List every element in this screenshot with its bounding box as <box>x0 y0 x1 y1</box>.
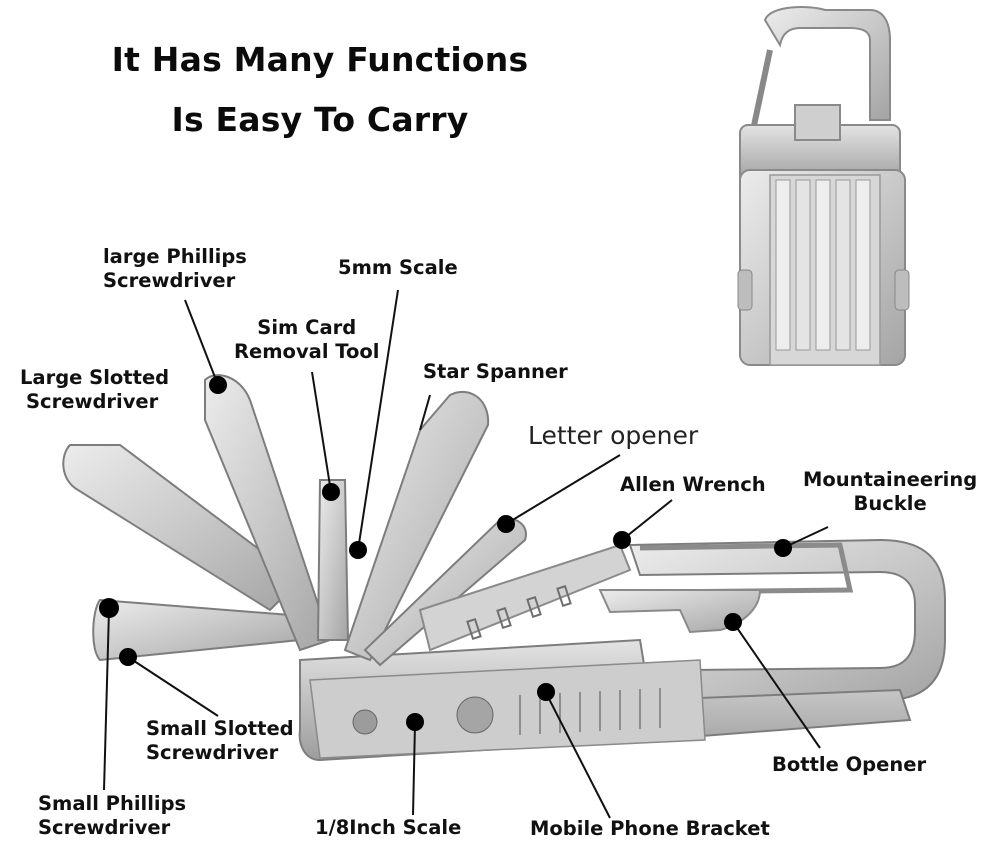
label-line: Mountaineering <box>803 468 978 491</box>
label-mobile-phone-bracket: Mobile Phone Bracket <box>530 817 770 840</box>
label-mountaineering-buckle: Mountaineering Buckle <box>803 468 977 516</box>
label-small-slotted-screwdriver: Small Slotted Screwdriver <box>146 717 294 765</box>
label-5mm-scale: 5mm Scale <box>338 256 458 279</box>
label-line: Screwdriver <box>146 741 279 764</box>
label-large-phillips-screwdriver: large Phillips Screwdriver <box>103 245 247 293</box>
headline-line-2: Is Easy To Carry <box>171 100 469 139</box>
label-large-slotted-screwdriver: Large Slotted Screwdriver <box>20 366 169 414</box>
label-eighth-inch-scale: 1/8Inch Scale <box>315 816 462 839</box>
folded-tool-photo <box>737 6 910 366</box>
callout-lines <box>103 289 829 819</box>
label-allen-wrench: Allen Wrench <box>620 473 766 496</box>
label-star-spanner: Star Spanner <box>423 360 568 383</box>
label-line: Small Slotted <box>146 717 294 740</box>
label-small-phillips-screwdriver: Small Phillips Screwdriver <box>38 792 186 840</box>
label-line: Screwdriver <box>38 816 171 839</box>
label-line: Sim Card <box>257 316 357 339</box>
label-line: Buckle <box>853 492 927 515</box>
headline-line-1: It Has Many Functions <box>111 40 529 79</box>
label-line: Screwdriver <box>26 390 159 413</box>
tool-body <box>298 589 912 762</box>
label-line: Screwdriver <box>103 269 236 292</box>
label-line: Large Slotted <box>20 366 170 389</box>
tool-blades <box>62 374 632 667</box>
label-line: large Phillips <box>103 245 247 268</box>
label-letter-opener: Letter opener <box>528 421 699 450</box>
label-line: Removal Tool <box>234 340 380 363</box>
label-bottle-opener: Bottle Opener <box>772 753 927 776</box>
marker-dots <box>99 376 792 731</box>
label-line: Small Phillips <box>38 792 187 815</box>
label-sim-card-removal-tool: Sim Card Removal Tool <box>234 316 380 364</box>
